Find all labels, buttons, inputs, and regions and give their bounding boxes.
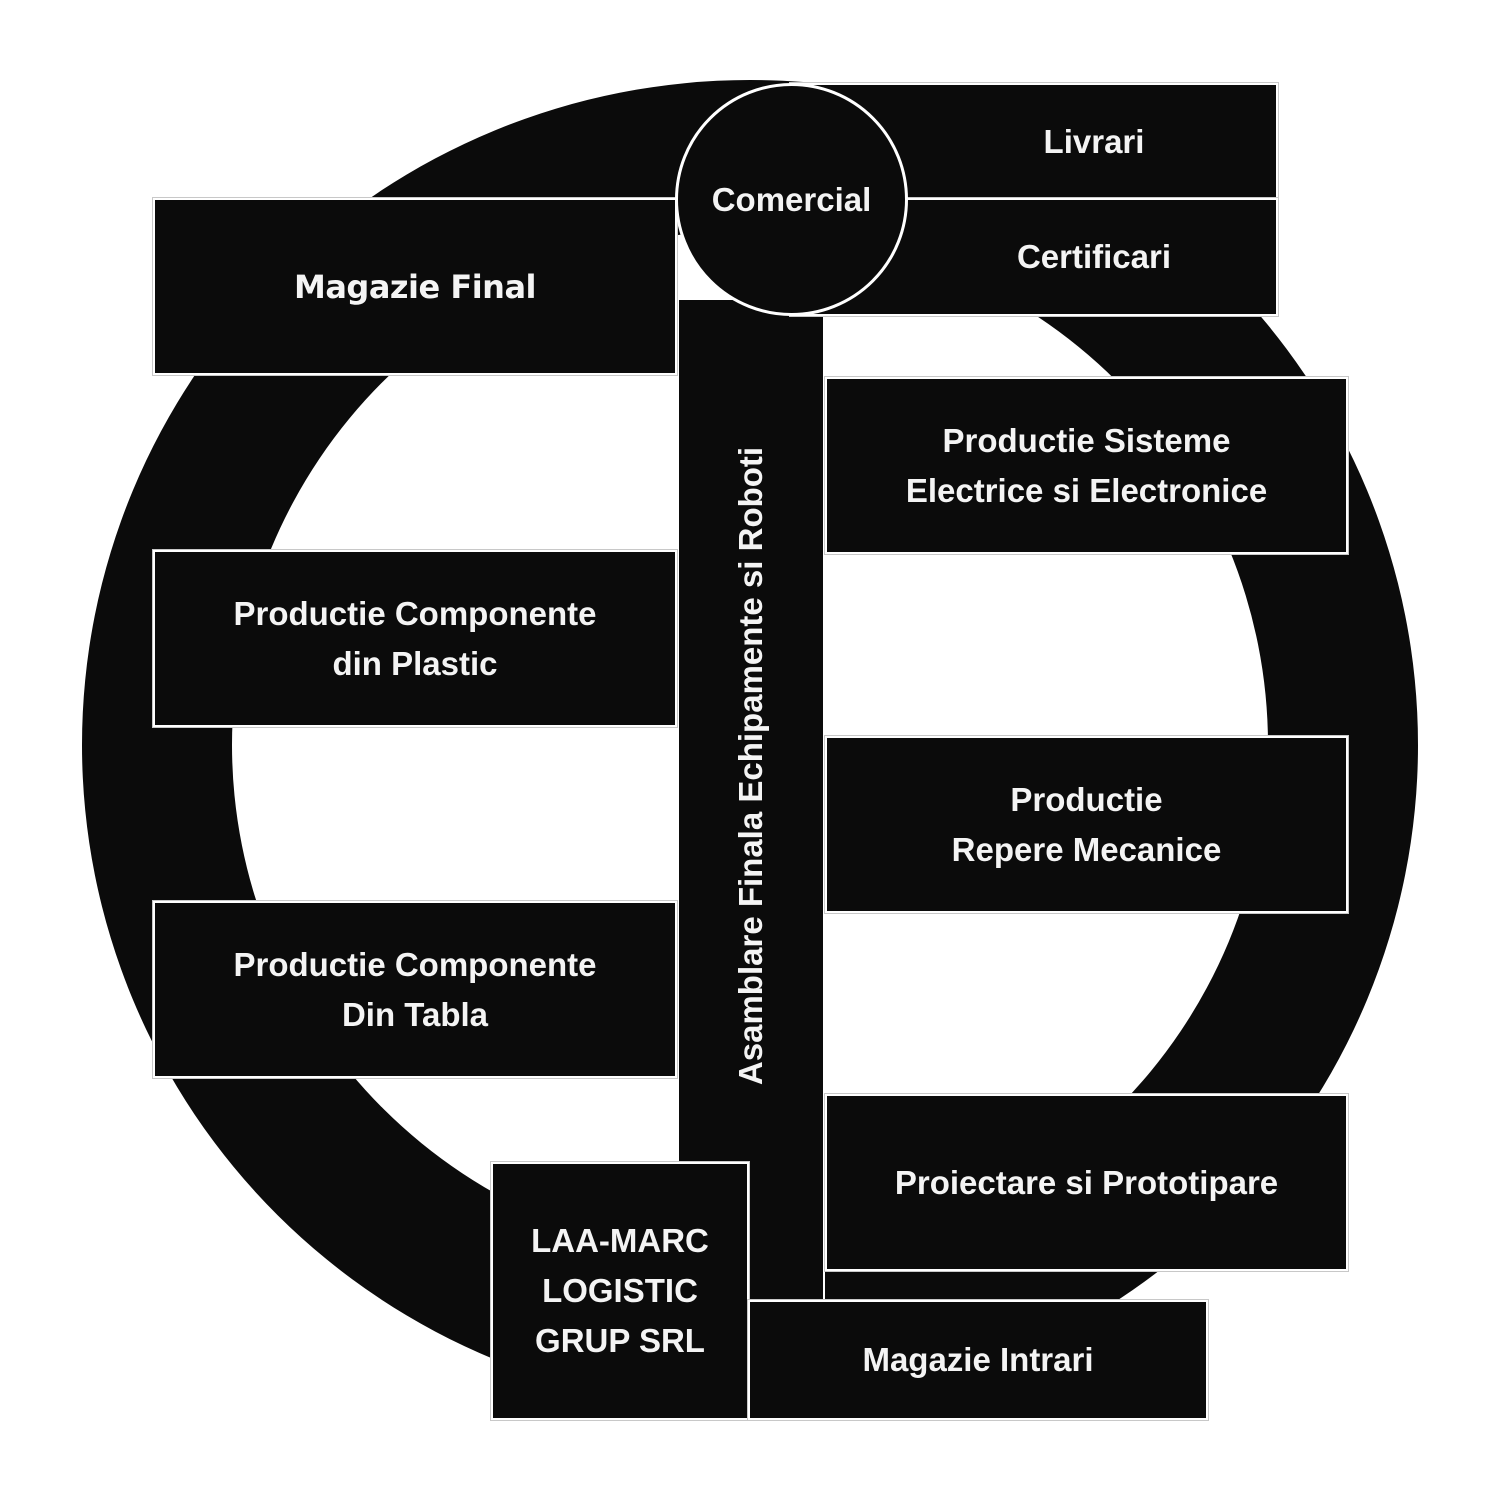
box-repere-mecanice-label: Productie Repere Mecanice	[951, 780, 1222, 868]
box-proiectare-label: Proiectare si Prototipare	[894, 1163, 1279, 1201]
box-componente-plastic[interactable]: Productie Componente din Plastic	[152, 549, 678, 728]
box-certificari-label: Certificari	[1016, 238, 1172, 275]
box-sisteme-electrice-label: Productie Sisteme Electrice si Electroni…	[905, 421, 1268, 509]
box-componente-tabla[interactable]: Productie Componente Din Tabla	[152, 900, 678, 1079]
box-componente-tabla-label: Productie Componente Din Tabla	[233, 945, 597, 1033]
assembly-spine-label: Asamblare Finala Echipamente si Roboti	[732, 446, 769, 1086]
box-magazie-intrari-label: Magazie Intrari	[862, 1341, 1094, 1378]
box-sisteme-electrice[interactable]: Productie Sisteme Electrice si Electroni…	[824, 376, 1349, 555]
box-company[interactable]: LAA-MARC LOGISTIC GRUP SRL	[490, 1161, 750, 1421]
box-proiectare[interactable]: Proiectare si Prototipare	[824, 1093, 1349, 1272]
box-magazie-final-label: Magazie Final	[293, 267, 537, 306]
box-magazie-final[interactable]: Magazie Final	[152, 197, 678, 376]
box-magazie-intrari[interactable]: Magazie Intrari	[747, 1299, 1209, 1421]
comercial-label: Comercial	[711, 180, 872, 218]
box-repere-mecanice[interactable]: Productie Repere Mecanice	[824, 735, 1349, 914]
company-name: LAA-MARC LOGISTIC GRUP SRL	[531, 1222, 709, 1359]
box-componente-plastic-label: Productie Componente din Plastic	[233, 594, 597, 682]
box-livrari-label: Livrari	[1043, 122, 1145, 160]
comercial-circle[interactable]: Comercial	[675, 83, 908, 316]
assembly-spine	[677, 300, 825, 1300]
